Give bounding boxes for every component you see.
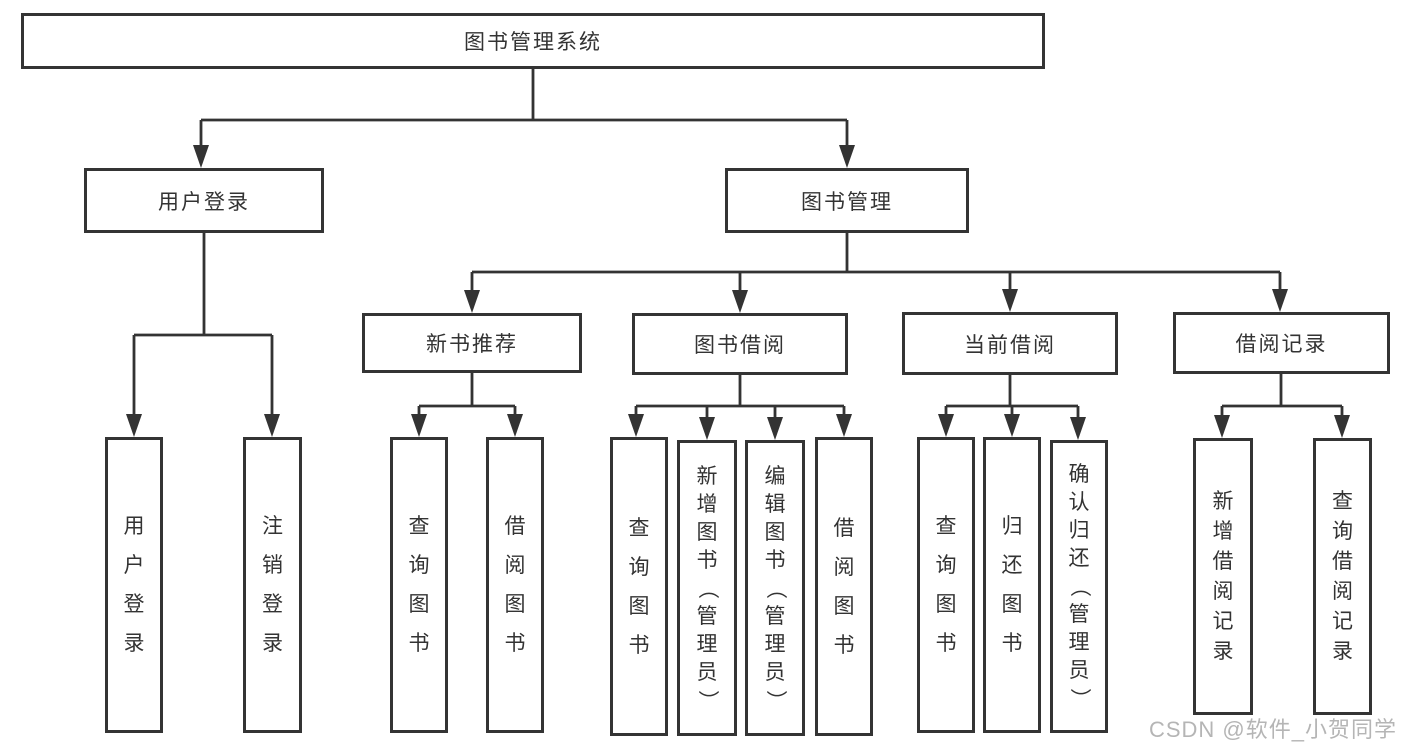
- node-leaf-query-record: 查询借阅记录: [1313, 438, 1372, 715]
- arrowhead-icon: [1070, 417, 1086, 440]
- node-label: 图书借阅: [694, 334, 786, 357]
- arrowhead-icon: [732, 290, 748, 313]
- arrowhead-icon: [938, 414, 954, 437]
- connector-path: [417, 373, 517, 433]
- node-leaf-query-book-3: 查询图书: [917, 437, 975, 733]
- node-leaf-return-book: 归还图书: [983, 437, 1041, 733]
- node-book-borrowing: 图书借阅: [632, 313, 848, 375]
- node-label: 当前借阅: [964, 333, 1056, 357]
- node-label: 查询借阅记录: [1332, 490, 1353, 663]
- node-label: 图书管理: [801, 190, 893, 214]
- node-root: 图书管理系统: [21, 13, 1045, 69]
- arrowhead-icon: [1214, 415, 1230, 438]
- node-borrowing-records: 借阅记录: [1173, 312, 1390, 374]
- connector-path: [634, 375, 846, 436]
- node-leaf-borrow-book-2: 借阅图书: [815, 437, 873, 736]
- node-label: 用户登录: [123, 515, 145, 655]
- connector-path: [470, 233, 1282, 309]
- node-leaf-edit-book-admin: 编辑图书（管理员）: [745, 440, 805, 736]
- node-label: 借阅图书: [833, 516, 855, 657]
- arrowhead-icon: [839, 145, 855, 168]
- node-leaf-borrow-book-1: 借阅图书: [486, 437, 544, 733]
- node-user-login: 用户登录: [84, 168, 324, 233]
- arrowhead-icon: [507, 414, 523, 437]
- arrowhead-icon: [1002, 289, 1018, 312]
- node-leaf-query-book-2: 查询图书: [610, 437, 668, 736]
- arrowhead-icon: [264, 414, 280, 437]
- node-leaf-add-book-admin: 新增图书（管理员）: [677, 440, 737, 736]
- node-label: 借阅图书: [504, 515, 526, 655]
- arrowhead-icon: [836, 414, 852, 437]
- node-leaf-confirm-return: 确认归还（管理员）: [1050, 440, 1108, 733]
- node-leaf-query-book-1: 查询图书: [390, 437, 448, 733]
- csdn-watermark: CSDN @软件_小贺同学: [1148, 717, 1397, 742]
- connector-path: [132, 233, 274, 433]
- node-current-borrowing: 当前借阅: [902, 312, 1118, 375]
- arrowhead-icon: [1004, 414, 1020, 437]
- node-label: 新增借阅记录: [1212, 490, 1234, 663]
- node-leaf-add-record: 新增借阅记录: [1193, 438, 1253, 715]
- node-leaf-user-login: 用户登录: [105, 437, 163, 733]
- arrowhead-icon: [126, 414, 142, 437]
- node-label: 借阅记录: [1235, 333, 1328, 356]
- node-label: 新书推荐: [426, 333, 518, 356]
- node-label: 查询图书: [628, 516, 650, 657]
- node-label: 用户登录: [158, 190, 250, 214]
- arrowhead-icon: [1334, 415, 1350, 438]
- node-label: 查询图书: [935, 515, 957, 655]
- connector-path: [1220, 374, 1344, 434]
- arrowhead-icon: [1272, 289, 1288, 312]
- arrowhead-icon: [464, 290, 480, 313]
- arrowhead-icon: [767, 417, 783, 440]
- node-label: 编辑图书（管理员）: [763, 464, 787, 711]
- node-label: 归还图书: [1001, 515, 1023, 655]
- arrowhead-icon: [193, 145, 209, 168]
- arrowhead-icon: [699, 417, 715, 440]
- node-label: 图书管理系统: [464, 31, 602, 54]
- arrowhead-icon: [628, 414, 644, 437]
- node-book-management: 图书管理: [725, 168, 969, 233]
- arrowhead-icon: [411, 414, 427, 437]
- connector-path: [199, 69, 849, 164]
- node-new-book-recommend: 新书推荐: [362, 313, 582, 373]
- node-label: 确认归还（管理员）: [1067, 463, 1091, 709]
- node-label: 注销登录: [262, 515, 283, 655]
- node-leaf-logout: 注销登录: [243, 437, 302, 733]
- node-label: 新增图书（管理员）: [695, 464, 719, 711]
- node-label: 查询图书: [408, 515, 430, 655]
